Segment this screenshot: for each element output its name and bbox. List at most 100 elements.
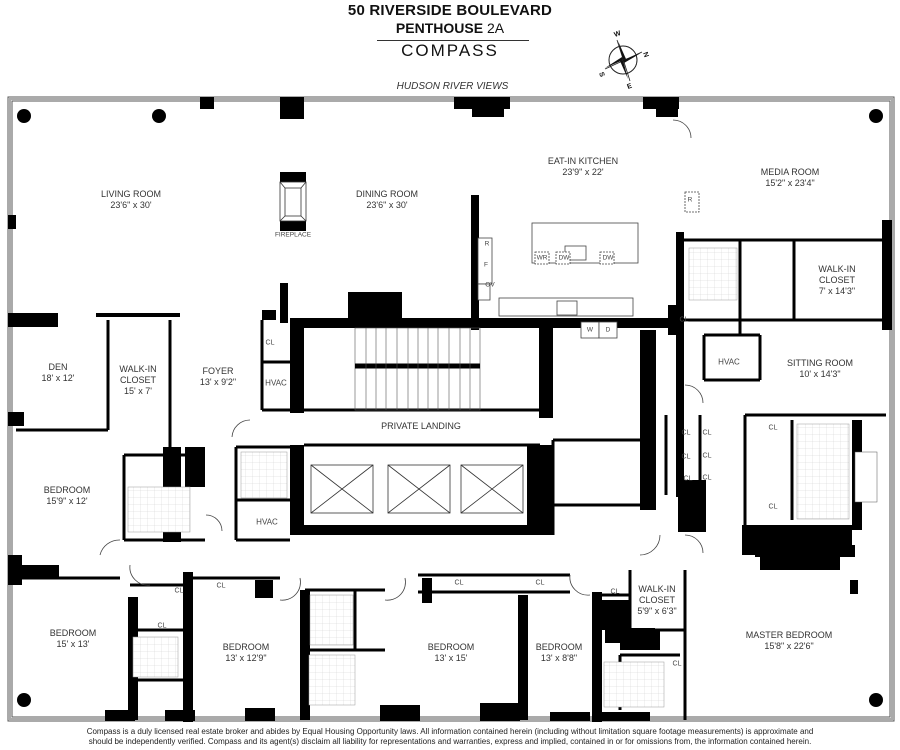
dishwasher-label: DW — [602, 254, 614, 262]
title-divider — [377, 40, 529, 41]
stairs — [354, 327, 481, 411]
refrigerator-label: R — [484, 240, 490, 248]
room-bedroom-3: BEDROOM 13' x 15' — [428, 642, 475, 664]
hvac-label-east: HVAC — [718, 357, 740, 367]
room-name: PRIVATE LANDING — [381, 421, 461, 431]
room-bedroom-west: BEDROOM 15'9" x 12' — [44, 485, 91, 507]
media-refrigerator-label: R — [687, 196, 693, 204]
room-name: DINING ROOM — [356, 189, 418, 199]
closet-label: CL — [216, 582, 226, 590]
room-bedroom-4: BEDROOM 13' x 8'8" — [536, 642, 583, 664]
disclaimer-line-1: Compass is a duly licensed real estate b… — [86, 727, 814, 736]
compass-rose-icon: W N S E — [597, 30, 649, 91]
room-dimensions: 15' x 7' — [124, 386, 152, 396]
room-dimensions: 23'9" x 22' — [562, 167, 604, 177]
elevators — [310, 464, 524, 514]
washer-label: W — [586, 326, 594, 334]
room-dimensions: 13' x 9'2" — [199, 377, 237, 387]
room-dimensions: 13' x 8'8" — [540, 653, 578, 663]
room-name: BEDROOM — [535, 642, 583, 652]
compass-east: E — [626, 83, 633, 91]
room-name: LIVING ROOM — [100, 189, 162, 199]
legal-disclaimer: Compass is a duly licensed real estate b… — [0, 727, 900, 747]
closet-label: CL — [702, 452, 712, 460]
door-swings — [99, 119, 704, 601]
room-media-room: MEDIA ROOM 15'2" x 23'4" — [761, 167, 820, 189]
room-name-line1: WALK-IN — [119, 364, 157, 374]
room-den: DEN 18' x 12' — [42, 362, 75, 384]
interior-walls — [16, 238, 886, 720]
room-dining-room: DINING ROOM 23'6" x 30' — [356, 189, 418, 211]
oven-label: OV — [485, 281, 495, 289]
building-title: 50 RIVERSIDE BOULEVARD — [347, 2, 553, 19]
room-dimensions: 23'6" x 30' — [110, 200, 152, 210]
room-name: SITTING ROOM — [787, 358, 853, 368]
closet-label: CL — [768, 503, 778, 511]
bathrooms — [127, 247, 878, 708]
kitchen-fixtures — [477, 191, 700, 339]
compass-west: W — [613, 30, 622, 39]
room-name: BEDROOM — [222, 642, 270, 652]
room-living-room: LIVING ROOM 23'6" x 30' — [101, 189, 161, 211]
room-walk-in-closet-den: WALK-IN CLOSET 15' x 7' — [119, 364, 156, 397]
room-name: FOYER — [202, 366, 234, 376]
closet-label: CL — [702, 474, 712, 482]
closet-label: CL — [679, 316, 689, 324]
room-name: BEDROOM — [43, 485, 91, 495]
closet-label: CL — [174, 587, 184, 595]
unit-type: PENTHOUSE — [395, 20, 484, 36]
room-private-landing: PRIVATE LANDING — [381, 421, 461, 432]
room-foyer: FOYER 13' x 9'2" — [200, 366, 236, 388]
room-name-line2: CLOSET — [818, 275, 856, 285]
closet-label: CL — [768, 424, 778, 432]
dryer-label: D — [605, 326, 611, 334]
plan-header: 50 RIVERSIDE BOULEVARD PENTHOUSE 2A COMP… — [0, 0, 900, 92]
room-walk-in-closet-master: WALK-IN CLOSET 5'9" x 6'3" — [637, 584, 676, 617]
room-dimensions: 15' x 13' — [56, 639, 90, 649]
closet-label: CL — [610, 588, 620, 596]
room-name-line1: WALK-IN — [638, 584, 676, 594]
unit-subtitle: PENTHOUSE 2A — [0, 20, 900, 36]
closet-label: CL — [681, 429, 691, 437]
room-dimensions: 15'9" x 12' — [46, 496, 88, 506]
closet-label: CL — [702, 429, 712, 437]
room-walk-in-closet-media: WALK-IN CLOSET 7' x 14'3" — [818, 264, 855, 297]
closet-label: CL — [672, 660, 682, 668]
room-dimensions: 10' x 14'3" — [799, 369, 841, 379]
room-name-line1: WALK-IN — [818, 264, 856, 274]
room-dimensions: 23'6" x 30' — [366, 200, 408, 210]
room-dimensions: 18' x 12' — [41, 373, 75, 383]
room-sitting-room: SITTING ROOM 10' x 14'3" — [787, 358, 853, 380]
views-label: HUDSON RIVER VIEWS — [396, 81, 509, 92]
room-name: BEDROOM — [49, 628, 97, 638]
dishwasher-label: DW — [558, 254, 570, 262]
compass-south: S — [597, 71, 605, 78]
room-dimensions: 13' x 15' — [434, 653, 468, 663]
fireplace-icon — [279, 181, 307, 222]
structural-walls — [8, 97, 892, 722]
hvac-label-foyer: HVAC — [265, 378, 287, 388]
room-dimensions: 15'2" x 23'4" — [765, 178, 815, 188]
closet-label: CL — [265, 339, 275, 347]
room-bedroom-southwest: BEDROOM 15' x 13' — [50, 628, 97, 650]
room-name: BEDROOM — [427, 642, 475, 652]
room-name-line2: CLOSET — [119, 375, 157, 385]
room-dimensions: 13' x 12'9" — [225, 653, 267, 663]
brand-logo: COMPASS — [401, 41, 499, 60]
columns — [17, 109, 883, 707]
unit-number: 2A — [486, 20, 505, 36]
room-name: MASTER BEDROOM — [745, 630, 833, 640]
room-name: MEDIA ROOM — [760, 167, 820, 177]
compass-north: N — [641, 51, 649, 58]
closet-label: CL — [683, 475, 693, 483]
closet-label: CL — [535, 579, 545, 587]
room-master-bedroom: MASTER BEDROOM 15'8" x 22'6" — [746, 630, 833, 652]
closet-label: CL — [157, 622, 167, 630]
closet-label: CL — [454, 579, 464, 587]
room-eat-in-kitchen: EAT-IN KITCHEN 23'9" x 22' — [548, 156, 618, 178]
room-name-line2: CLOSET — [638, 595, 676, 605]
wine-refrigerator-label: WR — [536, 254, 548, 262]
room-bedroom-2: BEDROOM 13' x 12'9" — [223, 642, 270, 664]
room-name: EAT-IN KITCHEN — [547, 156, 619, 166]
